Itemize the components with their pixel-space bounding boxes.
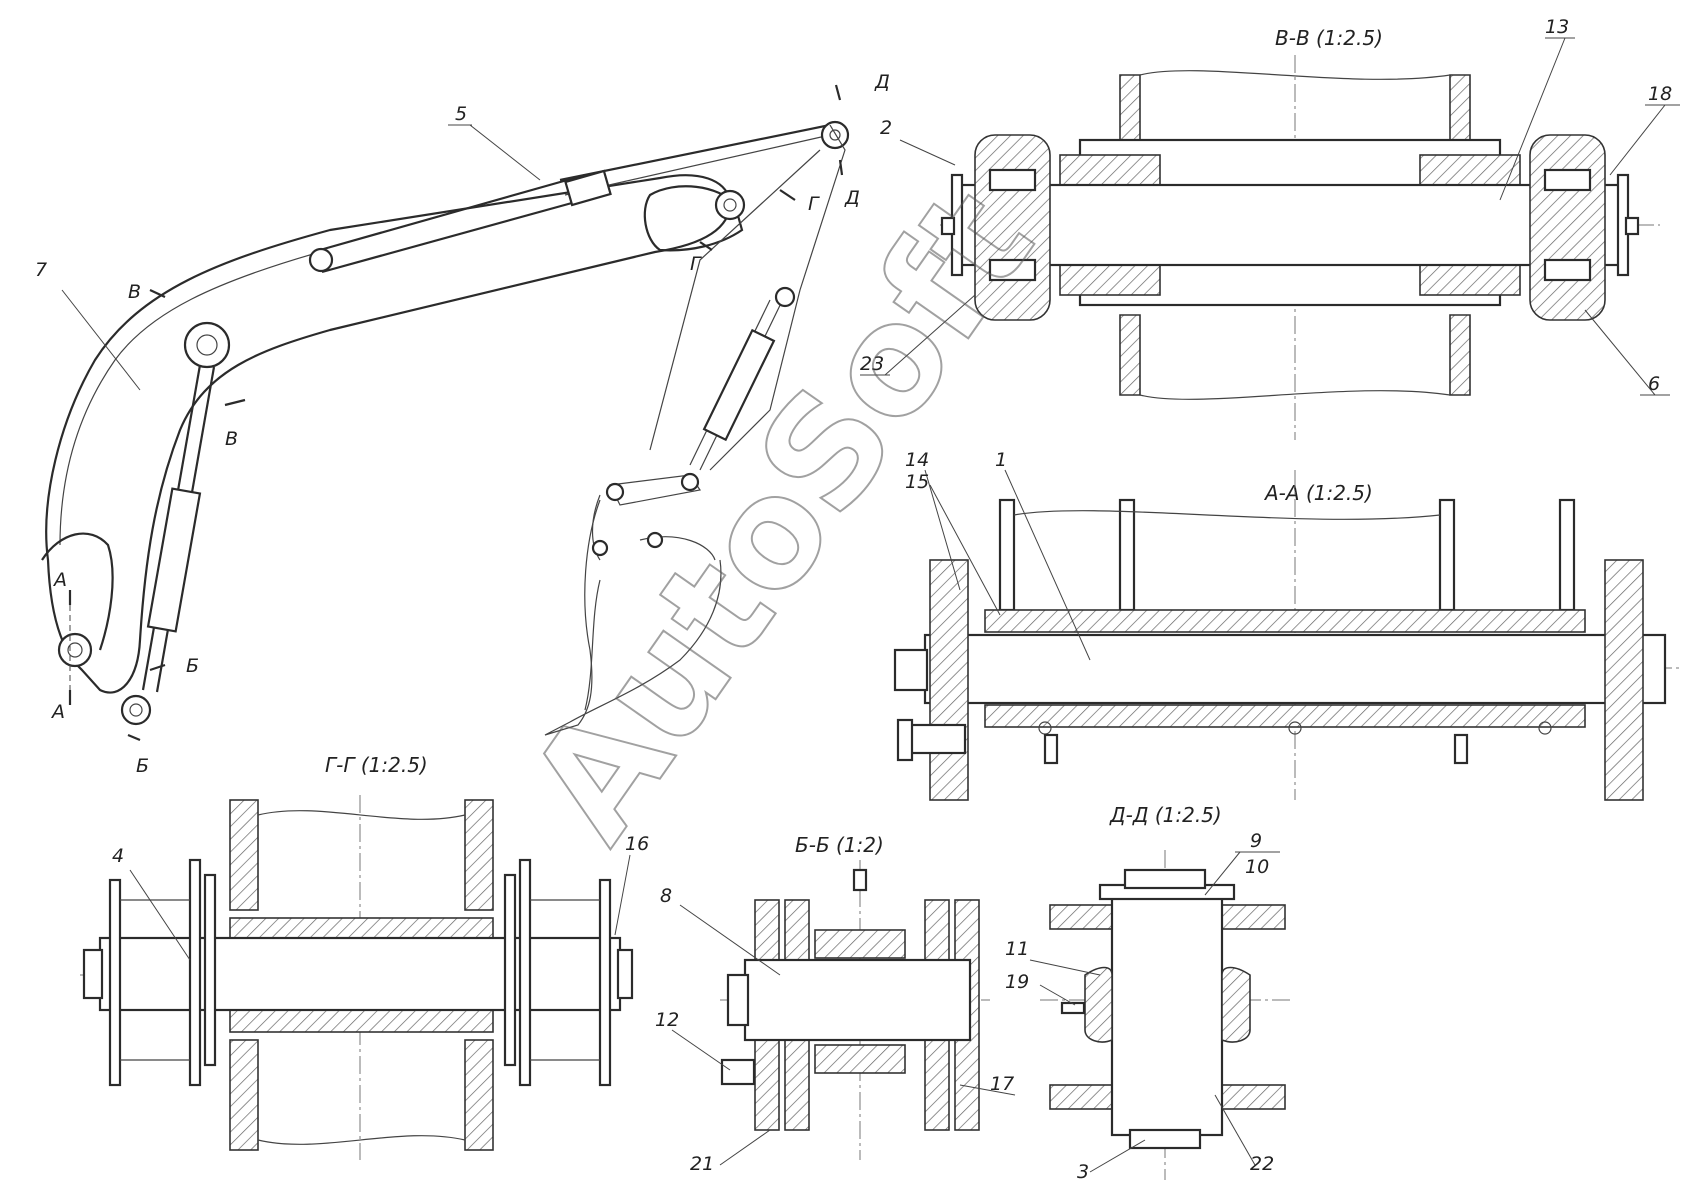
part-18: 18 xyxy=(1648,83,1672,105)
section-aa: А-А (1:2.5) xyxy=(893,470,1680,801)
part-13: 13 xyxy=(1545,16,1569,38)
lower-pin-core xyxy=(129,703,143,717)
part-10: 10 xyxy=(1245,856,1269,878)
boom-heel-pin xyxy=(57,632,93,668)
part-callouts: 5 7 2 13 18 23 6 14 15 1 4 16 8 12 21 xyxy=(35,16,1680,1183)
part-19: 19 xyxy=(1005,971,1029,993)
part-14: 14 xyxy=(905,449,929,471)
boom-side-view xyxy=(41,120,850,726)
section-aa-title: А-А (1:2.5) xyxy=(1263,481,1373,505)
section-dd-title: Д-Д (1:2.5) xyxy=(1109,803,1222,827)
section-vv-title: В-В (1:2.5) xyxy=(1275,26,1383,50)
section-gg: Г-Г (1:2.5) xyxy=(80,753,634,1160)
arm-cylinder xyxy=(308,123,831,274)
section-dd: Д-Д (1:2.5) xyxy=(1040,803,1290,1180)
link-pin-4 xyxy=(646,531,664,549)
mark-b-right: Б xyxy=(186,655,199,677)
boom-outline xyxy=(45,174,732,694)
part-7: 7 xyxy=(35,259,47,281)
boom-tip-pin-core xyxy=(723,198,737,212)
section-bb: Б-Б (1:2) xyxy=(720,833,990,1160)
arm-top-pin xyxy=(820,120,850,150)
arm-top-pin-core xyxy=(829,129,841,141)
part-4: 4 xyxy=(112,845,124,867)
mark-d-bottom: Д xyxy=(844,187,860,209)
section-bb-title: Б-Б (1:2) xyxy=(795,833,884,857)
mark-b-bottom: Б xyxy=(136,755,149,777)
bucket-inner xyxy=(584,579,601,711)
part-2: 2 xyxy=(880,117,892,139)
boom-cylinder-pin-core xyxy=(196,334,218,356)
lower-pin xyxy=(120,694,152,726)
boom-lift-cylinder xyxy=(141,364,216,693)
link-pin-3 xyxy=(591,539,609,557)
mark-d-top: Д xyxy=(874,71,890,93)
part-22: 22 xyxy=(1250,1153,1274,1175)
mark-v-bottom: В xyxy=(225,428,238,450)
boom-heel xyxy=(41,532,114,651)
bucket-outline xyxy=(544,499,722,736)
boom-tip-plate xyxy=(643,185,744,252)
bucket-cylinder-body xyxy=(702,328,776,442)
bucket-cylinder-pin xyxy=(774,286,796,308)
mark-g-left: Г xyxy=(690,253,702,275)
boom-inner-line xyxy=(59,251,321,546)
stick-outline xyxy=(649,124,846,471)
part-11: 11 xyxy=(1005,938,1029,960)
mark-v-top: В xyxy=(128,281,141,303)
part-9: 9 xyxy=(1250,830,1262,852)
mark-g-right: Г xyxy=(808,193,820,215)
part-17: 17 xyxy=(990,1073,1014,1095)
part-8: 8 xyxy=(660,885,672,907)
part-12: 12 xyxy=(655,1009,679,1031)
part-15: 15 xyxy=(905,471,929,493)
mark-a-top: А xyxy=(52,569,67,591)
link-pin-2 xyxy=(680,472,700,492)
stick-and-bucket xyxy=(544,124,846,736)
boom-tip-pin xyxy=(714,189,746,221)
part-5: 5 xyxy=(455,103,467,125)
boom-heel-pin-core xyxy=(67,642,83,658)
part-23: 23 xyxy=(860,353,884,375)
watermark-text: AutoSoft xyxy=(497,160,1067,871)
part-16: 16 xyxy=(625,833,649,855)
section-cut-marks: А А Б Б В В Г Г Д Д xyxy=(50,71,890,777)
part-21: 21 xyxy=(690,1153,714,1175)
mark-a-bottom: А xyxy=(50,701,65,723)
section-vv: В-В (1:2.5) xyxy=(940,26,1660,440)
part-6: 6 xyxy=(1648,373,1660,395)
section-gg-title: Г-Г (1:2.5) xyxy=(325,753,428,777)
part-1: 1 xyxy=(995,449,1007,471)
boom-cylinder-pin xyxy=(183,321,231,369)
part-3: 3 xyxy=(1077,1161,1089,1183)
link-pin-1 xyxy=(605,482,625,502)
